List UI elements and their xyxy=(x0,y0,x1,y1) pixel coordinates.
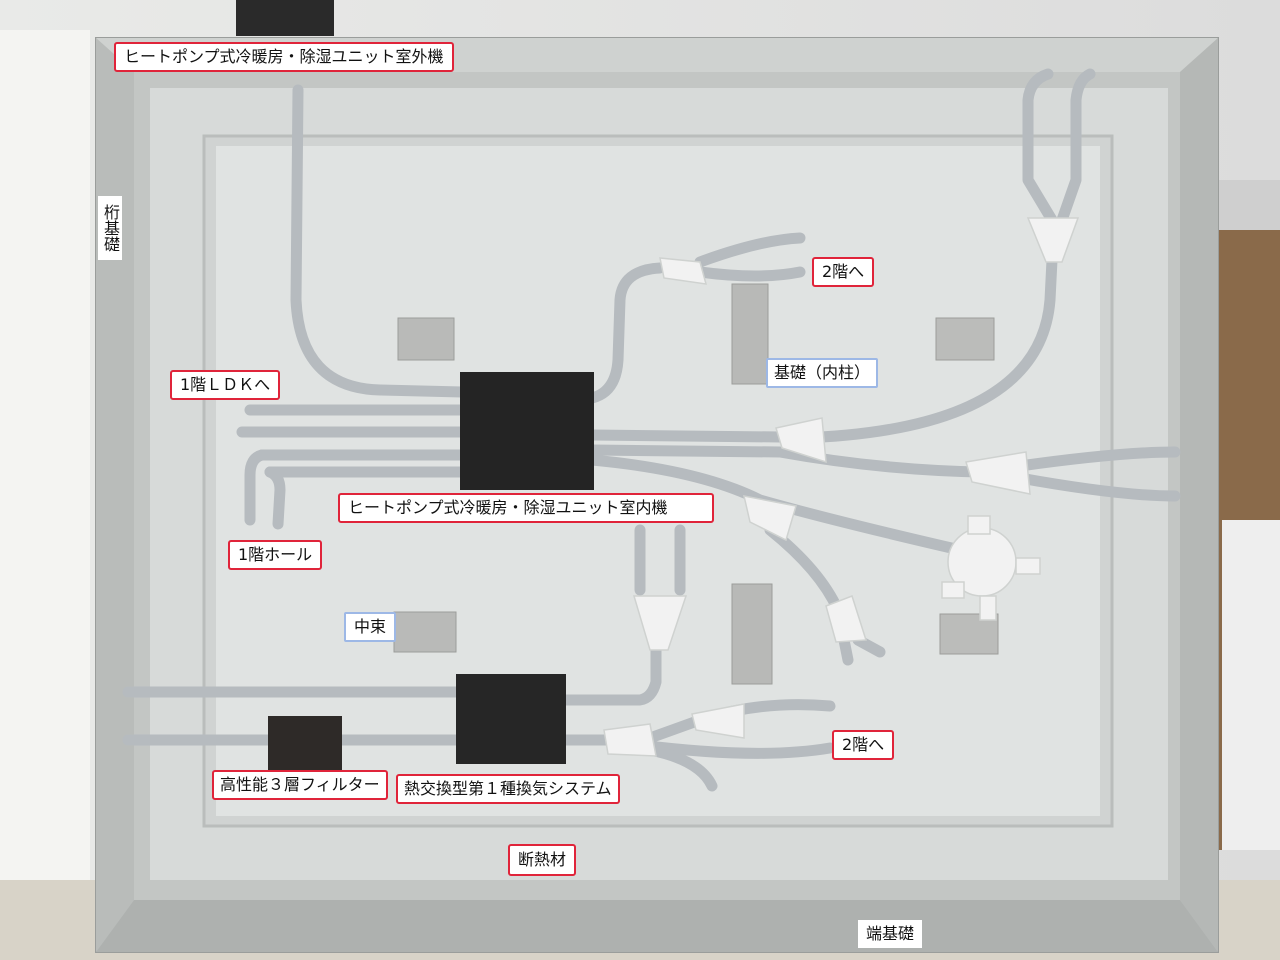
block-right xyxy=(935,317,995,361)
frame-left-bevel xyxy=(96,38,134,952)
duct-network xyxy=(122,68,1181,792)
label-to-2f-upper: 2階へ xyxy=(812,257,875,287)
ventilation-unit-box xyxy=(456,674,566,764)
label-insulation: 断熱材 xyxy=(508,844,577,876)
filter-box xyxy=(268,716,342,776)
block-left xyxy=(397,317,455,361)
label-center-beam: 中束 xyxy=(344,612,397,642)
label-girder-foundation: 桁基礎 xyxy=(98,196,122,260)
duct-connectors xyxy=(603,217,1080,757)
label-to-2f-lower: 2階へ xyxy=(832,730,895,760)
indoor-unit-box xyxy=(460,372,594,490)
right-shelf xyxy=(1218,180,1280,230)
label-to-1f-hall: 1階ホール xyxy=(228,540,323,570)
label-ventilation-system: 熱交換型第１種換気システム xyxy=(396,774,620,804)
frame-right-bevel xyxy=(1180,38,1218,952)
top-dark-block xyxy=(236,0,334,36)
block-center xyxy=(393,611,457,653)
left-panel xyxy=(0,30,90,880)
insulation-inner xyxy=(216,146,1100,816)
right-foam xyxy=(1222,520,1280,850)
frame-bottom-bevel xyxy=(96,900,1218,952)
label-foundation-inner-pillar: 基礎（内柱） xyxy=(766,358,879,388)
label-filter: 高性能３層フィルター xyxy=(212,770,388,800)
label-indoor-unit: ヒートポンプ式冷暖房・除湿ユニット室内機 xyxy=(338,493,714,523)
block-inner-pillar xyxy=(731,283,769,385)
label-to-1f-ldk: 1階ＬＤＫへ xyxy=(170,370,281,400)
block-mid xyxy=(731,583,773,685)
label-outdoor-unit: ヒートポンプ式冷暖房・除湿ユニット室外機 xyxy=(114,42,454,72)
label-end-foundation: 端基礎 xyxy=(858,920,923,948)
